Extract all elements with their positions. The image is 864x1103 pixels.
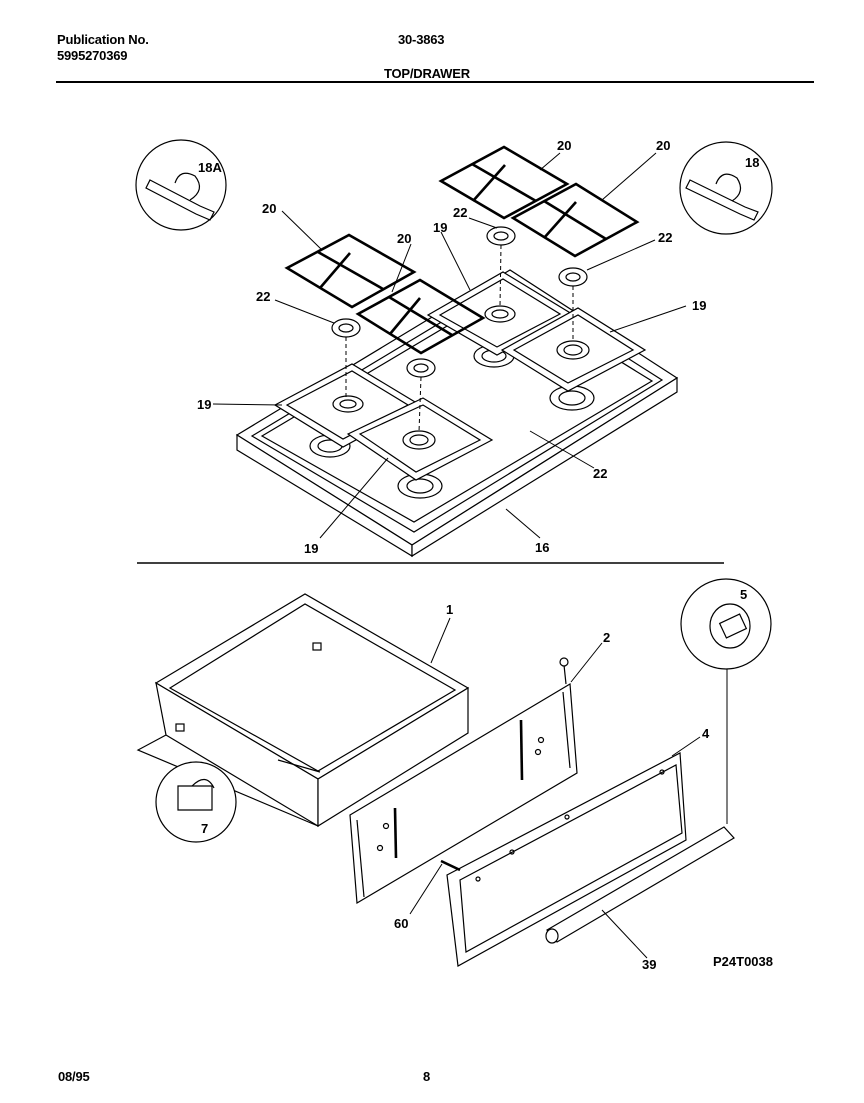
section-title: TOP/DRAWER [384,66,470,81]
callout-20-right: 20 [656,138,670,153]
burner-grates-part-20 [284,145,640,355]
burner-plates-part-19 [273,271,647,481]
page-number: 8 [423,1069,431,1084]
callout-22-bottom: 22 [593,466,607,481]
callout-20-center: 20 [397,231,411,246]
callout-60: 60 [394,916,408,931]
drawer-front-panel-part-4 [446,752,687,967]
callout-20-top: 20 [557,138,571,153]
screw-part-60 [440,859,461,872]
callout-19-left: 19 [197,397,211,412]
callout-4: 4 [702,726,710,741]
callout-19-right: 19 [692,298,706,313]
callout-5: 5 [740,587,747,602]
callout-20-left: 20 [262,201,276,216]
callout-7: 7 [201,821,208,836]
model-number: 30-3863 [398,32,445,47]
drawer-leader-lines [409,617,728,959]
drawing-code: P24T0038 [713,954,773,969]
callout-19-bottom: 19 [304,541,318,556]
drawer-handle-part-39 [545,826,735,944]
callout-22-left: 22 [256,289,270,304]
callout-1: 1 [446,602,453,617]
callout-18: 18 [745,155,759,170]
publication-number: 5995270369 [57,48,128,63]
callout-18a: 18A [198,160,222,175]
callout-2: 2 [603,630,610,645]
cooktop-leader-lines [212,152,687,539]
footer-date: 08/95 [58,1069,90,1084]
callout-19-top: 19 [433,220,447,235]
drawer-body-part-1 [136,593,470,828]
detail-circle-7 [155,761,237,843]
publication-label: Publication No. [57,32,149,47]
detail-circle-18a [135,139,227,231]
callout-22-right: 22 [658,230,672,245]
callout-22-top: 22 [453,205,467,220]
burner-rings-part-22 [331,226,588,433]
burner-openings [309,344,595,499]
callout-39: 39 [642,957,656,972]
drawer-panel-part-2 [349,657,578,905]
callout-16: 16 [535,540,549,555]
detail-circle-5 [680,578,772,670]
header-rule [56,81,814,83]
detail-circle-18 [679,141,773,235]
